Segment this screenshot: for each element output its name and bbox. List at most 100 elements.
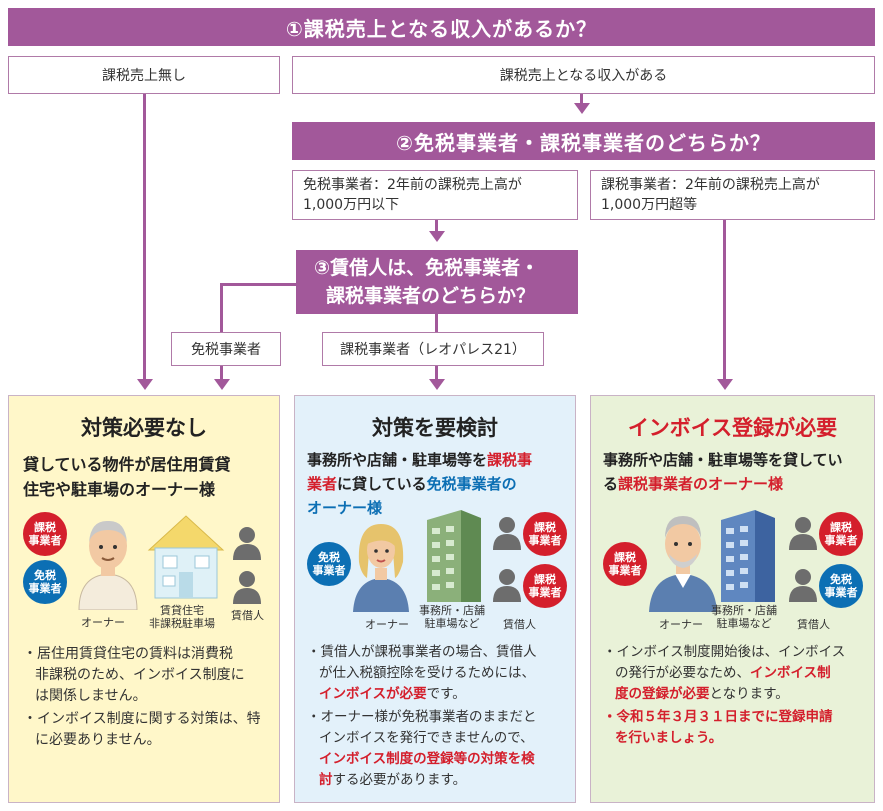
panel3-b2-a: ・令和５年３月３１日までに登録申請 bbox=[603, 709, 833, 725]
panel1-bullets: ・居住用賃貸住宅の賃料は消費税 非課税のため、インボイス制度に は関係しません。… bbox=[23, 644, 273, 751]
branch-yes-label: 課税売上となる収入がある bbox=[499, 68, 668, 84]
arrow-to-step3 bbox=[429, 231, 445, 242]
panel3-property-caption: 事務所・店舗 駐車場など bbox=[711, 604, 777, 630]
panel-invoice-registration-required: インボイス登録が必要 事務所や店舗・駐車場等を貸してい る課税事業者のオーナー様… bbox=[590, 395, 875, 803]
connector-step3-left bbox=[220, 283, 296, 286]
step3-line1: ③賃借人は、免税事業者・ bbox=[314, 257, 540, 279]
branch-no-taxable-sales: 課税売上無し bbox=[8, 56, 280, 94]
panel2-taxable-badge-1: 課税 事業者 bbox=[523, 512, 567, 556]
panel3-tenant-caption: 賃借人 bbox=[797, 618, 830, 631]
panel2-exempt-badge-text: 免税 事業者 bbox=[312, 551, 346, 577]
panel2-sub-e: 免税事業者の bbox=[426, 475, 517, 493]
panel2-tenant-caption: 賃借人 bbox=[503, 618, 536, 631]
branch-no-label: 課税売上無し bbox=[102, 68, 186, 84]
panel2-sub-d: に貸している bbox=[337, 475, 427, 493]
panel2-exempt-badge: 免税 事業者 bbox=[307, 542, 351, 586]
panel1-property-caption: 賃貸住宅 非課税駐車場 bbox=[149, 604, 215, 630]
panel-no-action-needed: 対策必要なし 貸している物件が居住用賃貸 住宅や駐車場のオーナー様 課税 事業者… bbox=[8, 395, 280, 803]
tenant-exempt-label: 免税事業者 bbox=[191, 342, 261, 358]
panel2-tenant-icon-2 bbox=[493, 569, 521, 602]
panel1-bullet2-b: に必要ありません。 bbox=[35, 732, 161, 748]
step2-title: ②免税事業者・課税事業者のどちらか？ bbox=[396, 130, 771, 155]
panel3-title: インボイス登録が必要 bbox=[627, 416, 838, 440]
panel2-property-caption-line2: 駐車場など bbox=[424, 617, 480, 630]
panel1-owner-illustration bbox=[78, 520, 138, 610]
exempt-box-line1: 免税事業者：2年前の課税売上高が bbox=[303, 177, 522, 193]
panel2-b2-d: 討 bbox=[319, 772, 333, 788]
panel2-sub-c: 業者 bbox=[307, 475, 338, 493]
panel2-tenant-icon-1 bbox=[493, 517, 521, 550]
step1-title: ①課税売上となる収入があるか？ bbox=[285, 16, 598, 41]
panel3-b1-a: ・インボイス制度開始後は、インボイス bbox=[603, 644, 846, 660]
panel1-tenant-icon-2 bbox=[233, 571, 261, 604]
panel3-b1-e: となります。 bbox=[709, 686, 789, 702]
panel3-taxable-badge-tenant-text: 課税 事業者 bbox=[824, 521, 858, 547]
panel2-b1-c: インボイスが必要 bbox=[319, 686, 427, 702]
connector-to-step2 bbox=[580, 94, 583, 104]
tenant-taxable-label-box: 課税事業者（レオパレス21） bbox=[322, 332, 544, 366]
panel2-sub-f: オーナー様 bbox=[307, 499, 383, 517]
panel3-b1-b: の発行が必要なため、 bbox=[615, 665, 750, 681]
panel3-owner-caption: オーナー bbox=[659, 618, 703, 631]
panel3-taxable-badge-text: 課税 事業者 bbox=[608, 551, 642, 577]
panel1-property-caption-line2: 非課税駐車場 bbox=[149, 617, 215, 630]
panel1-house-illustration bbox=[147, 515, 225, 599]
arrow-to-panel1-b bbox=[214, 379, 230, 390]
arrow-to-panel3 bbox=[717, 379, 733, 390]
taxable-box-line2: 1,000万円超等 bbox=[601, 197, 698, 213]
panel1-tenant-caption: 賃借人 bbox=[231, 609, 264, 622]
panel3-sub-a: 事務所や店舗・駐車場等を貸してい bbox=[603, 451, 843, 469]
step1-banner: ①課税売上となる収入があるか？ bbox=[8, 8, 875, 46]
arrow-to-panel1-a bbox=[137, 379, 153, 390]
arrow-to-panel2 bbox=[429, 379, 445, 390]
panel1-taxable-badge-text: 課税 事業者 bbox=[28, 521, 62, 547]
panel2-owner-illustration bbox=[353, 524, 409, 612]
step3-banner: ③賃借人は、免税事業者・ 課税事業者のどちらか？ bbox=[296, 250, 578, 314]
panel1-taxable-badge: 課税 事業者 bbox=[23, 512, 67, 556]
panel1-tenant-icon-1 bbox=[233, 527, 261, 560]
panel2-b2-a: ・オーナー様が免税事業者のままだと bbox=[307, 709, 537, 725]
panel2-b2-c: インボイス制度の登録等の対策を検 bbox=[319, 751, 535, 767]
panel1-subtitle: 貸している物件が居住用賃貸 住宅や駐車場のオーナー様 bbox=[23, 452, 273, 502]
panel3-exempt-badge-tenant-text: 免税 事業者 bbox=[824, 573, 858, 599]
panel3-b2-b: を行いましょう。 bbox=[615, 730, 723, 746]
panel1-owner-caption: オーナー bbox=[81, 616, 125, 629]
connector-to-panel3 bbox=[723, 220, 726, 380]
panel2-bullets: ・賃借人が課税事業者の場合、賃借人 が仕入税額控除を受けるためには、 インボイス… bbox=[307, 642, 571, 791]
panel-consider-measures: 対策を要検討 事務所や店舗・駐車場等を課税事 業者に貸している免税事業者の オー… bbox=[294, 395, 576, 803]
panel3-subtitle: 事務所や店舗・駐車場等を貸してい る課税事業者のオーナー様 bbox=[603, 448, 869, 496]
panel2-taxable-badge-1-text: 課税 事業者 bbox=[528, 521, 562, 547]
panel2-property-caption: 事務所・店舗 駐車場など bbox=[419, 604, 485, 630]
panel2-b1-d: です。 bbox=[426, 686, 466, 702]
panel2-b1-a: ・賃借人が課税事業者の場合、賃借人 bbox=[307, 644, 537, 660]
taxable-operator-box: 課税事業者：2年前の課税売上高が 1,000万円超等 bbox=[590, 170, 875, 220]
panel1-property-caption-line1: 賃貸住宅 bbox=[160, 604, 204, 617]
panel1-exempt-badge-text: 免税 事業者 bbox=[28, 569, 62, 595]
panel3-property-caption-line1: 事務所・店舗 bbox=[711, 604, 777, 617]
exempt-operator-box: 免税事業者：2年前の課税売上高が 1,000万円以下 bbox=[292, 170, 578, 220]
branch-has-taxable-sales: 課税売上となる収入がある bbox=[292, 56, 875, 94]
panel2-taxable-badge-2: 課税 事業者 bbox=[523, 564, 567, 608]
step2-banner: ②免税事業者・課税事業者のどちらか？ bbox=[292, 122, 875, 160]
step3-line2: 課税事業者のどちらか？ bbox=[326, 285, 536, 307]
connector-to-step3 bbox=[435, 220, 438, 232]
panel2-b2-e: する必要があります。 bbox=[332, 772, 467, 788]
panel1-bullet2-a: ・インボイス制度に関する対策は、特 bbox=[23, 711, 261, 727]
panel2-b2-b: インボイスを発行できませんので、 bbox=[319, 730, 534, 746]
panel2-sub-b: 課税事 bbox=[487, 451, 533, 469]
panel2-sub-a: 事務所や店舗・駐車場等を bbox=[307, 451, 488, 469]
panel3-sub-b: る bbox=[603, 475, 619, 493]
panel3-bullets: ・インボイス制度開始後は、インボイス の発行が必要なため、インボイス制 度の登録… bbox=[603, 642, 871, 749]
panel2-title: 対策を要検討 bbox=[372, 416, 498, 440]
connector-no-sales bbox=[143, 94, 146, 380]
taxable-box-line1: 課税事業者：2年前の課税売上高が bbox=[601, 177, 820, 193]
panel1-title: 対策必要なし bbox=[81, 416, 207, 440]
panel3-tenant-icon-1 bbox=[789, 517, 817, 550]
panel3-owner-illustration bbox=[649, 516, 717, 612]
panel2-owner-caption: オーナー bbox=[365, 618, 409, 631]
connector-tenant-exempt bbox=[220, 283, 223, 380]
tenant-exempt-label-box: 免税事業者 bbox=[171, 332, 281, 366]
exempt-box-line2: 1,000万円以下 bbox=[303, 197, 400, 213]
panel1-bullet1-b: 非課税のため、インボイス制度に bbox=[35, 667, 245, 683]
panel2-taxable-badge-2-text: 課税 事業者 bbox=[528, 573, 562, 599]
